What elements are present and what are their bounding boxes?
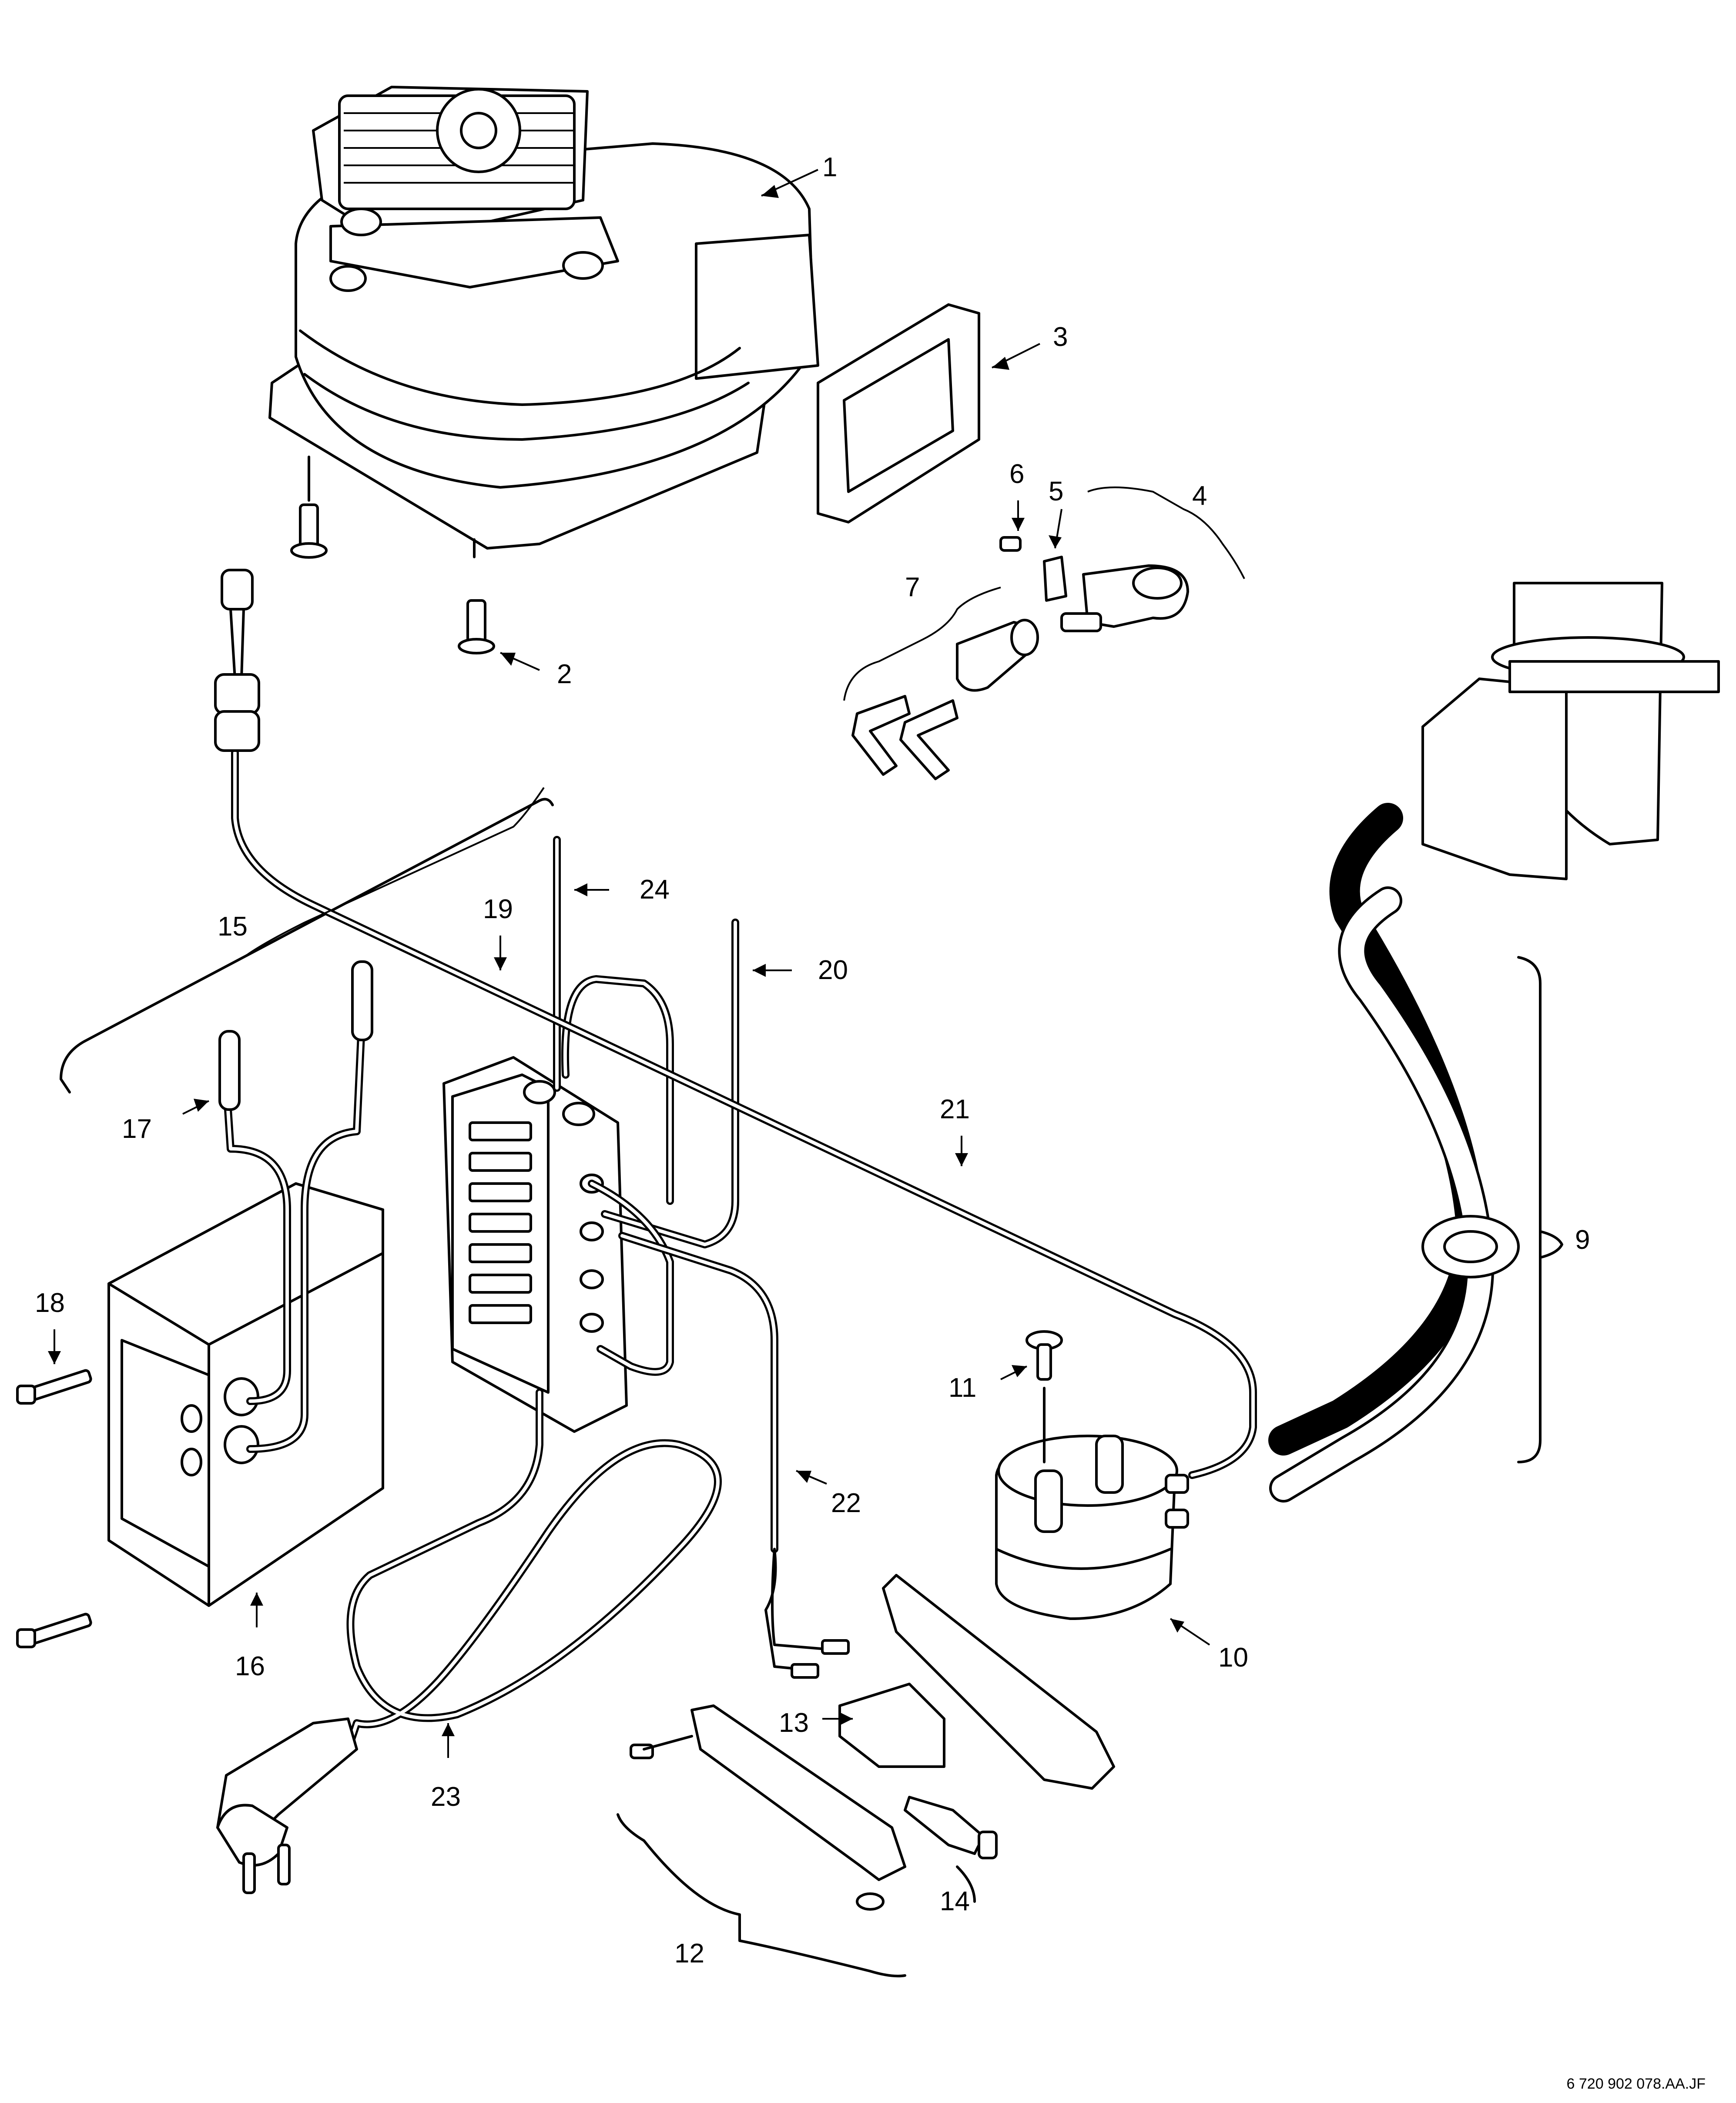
callout-10: 10 [1218,1643,1248,1673]
callout-6: 6 [1009,459,1024,489]
callout-19: 19 [483,894,513,924]
flue-elbow-hoses [1268,582,1720,1503]
switch-bracket-set [617,1574,1115,1978]
drawing-number: 6 720 902 078.AA.JF [1567,2076,1706,2092]
callout-3: 3 [1053,322,1068,352]
callout-5: 5 [1049,476,1063,506]
callout-21: 21 [940,1094,970,1124]
fan-assembly [268,86,819,558]
cable-harness [214,569,1257,1894]
callout-1: 1 [822,152,837,182]
terminal-block [442,1056,628,1433]
callout-9: 9 [1575,1225,1590,1255]
housing-screw [1026,1330,1063,1463]
callout-22: 22 [831,1488,861,1518]
pressure-fitting-set [999,536,1189,632]
callout-17: 17 [122,1114,152,1144]
callout-16: 16 [235,1651,265,1681]
callout-20: 20 [818,955,848,985]
callout-13: 13 [779,1708,809,1738]
callout-12: 12 [674,1939,704,1969]
callout-4: 4 [1192,481,1207,511]
callout-labels: 1 2 3 4 5 6 7 9 10 11 12 13 14 15 16 17 … [35,152,1590,1969]
callout-11: 11 [948,1373,976,1403]
callout-leaders [48,169,1245,1758]
gasket-frame [817,303,980,523]
callout-15: 15 [218,912,248,942]
callout-18: 18 [35,1288,65,1318]
ignition-transformer [16,798,554,1648]
callout-23: 23 [431,1782,461,1812]
fan-screws [290,503,495,654]
hose-connectors [851,619,1039,780]
callout-24: 24 [640,875,670,905]
pressure-switch-housing [995,1435,1189,1620]
callout-2: 2 [557,659,572,689]
callout-7: 7 [905,572,920,602]
callout-14: 14 [940,1886,970,1916]
